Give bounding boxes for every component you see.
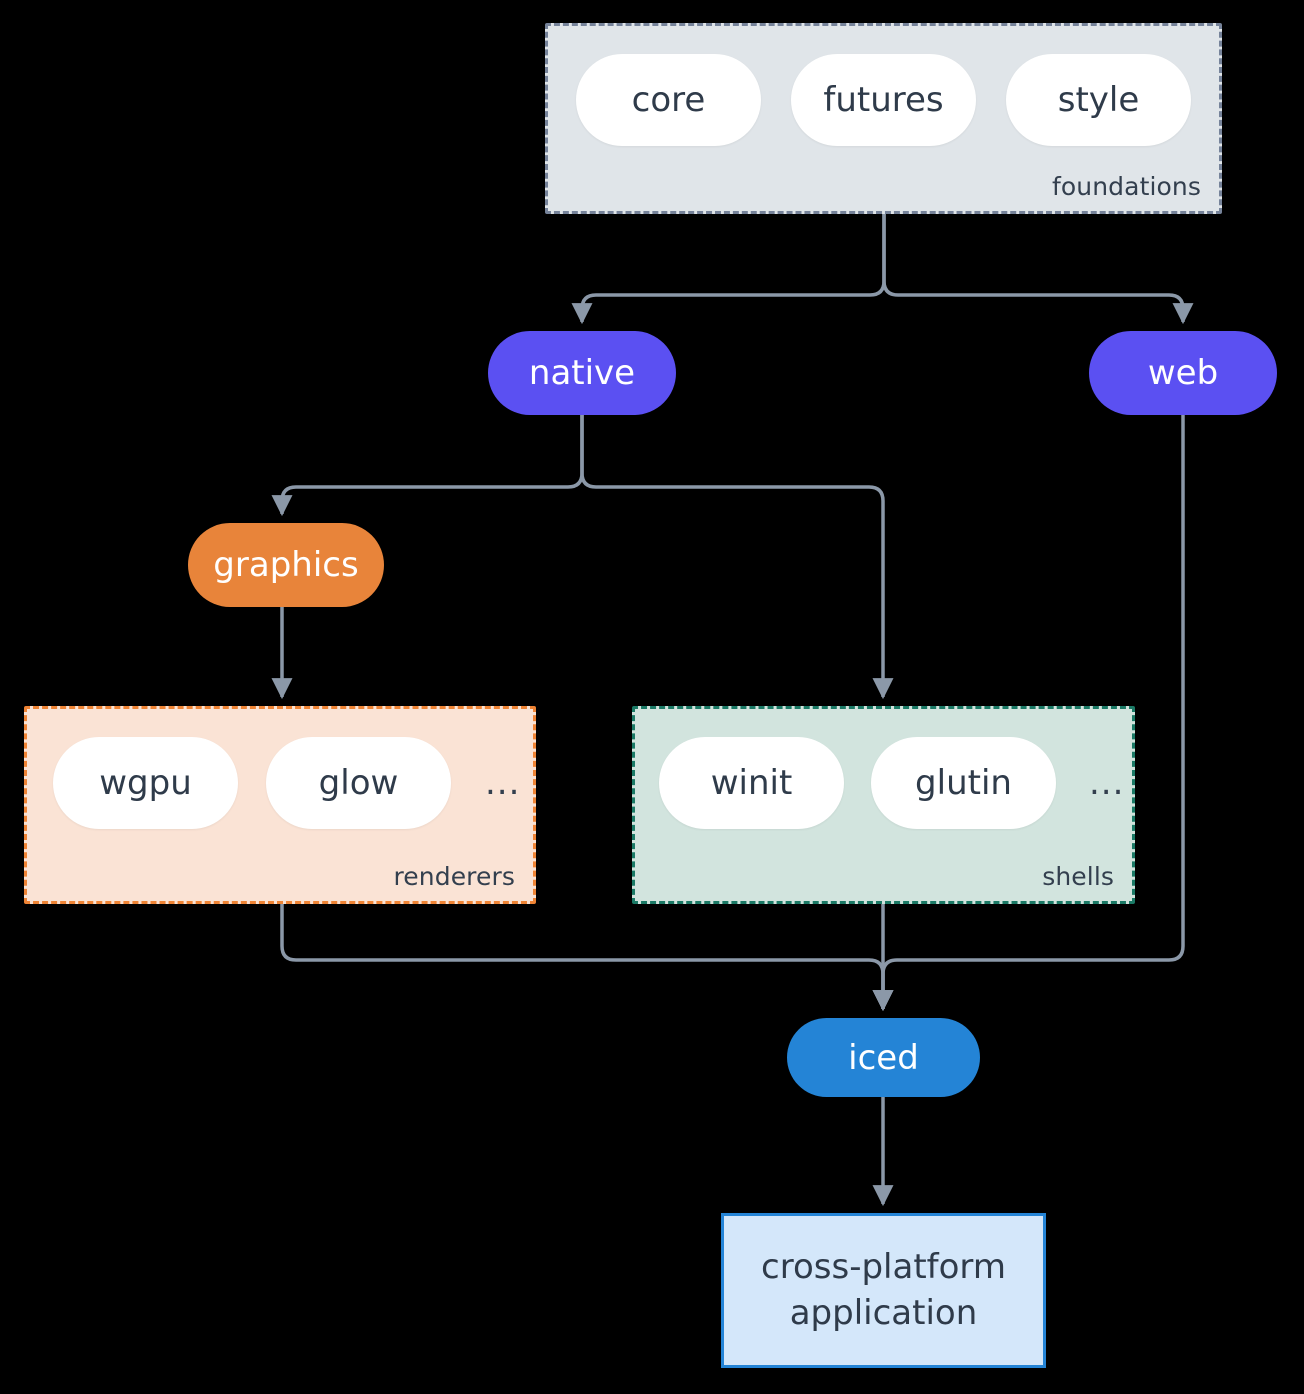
renderers-items: wgpu glow ... [53,737,520,829]
cluster-label-foundations: foundations [1052,172,1201,201]
crate-futures[interactable]: futures [791,54,976,146]
edge-native-graphics [271,415,584,517]
cluster-label-shells: shells [1042,862,1114,891]
edge-native-shells [580,415,894,700]
shells-overflow-ellipsis: ... [1089,763,1125,803]
node-iced[interactable]: iced [787,1018,980,1097]
node-native[interactable]: native [488,331,676,415]
edge-foundations-web [882,214,1194,325]
crate-wgpu[interactable]: wgpu [53,737,238,829]
shells-items: winit glutin ... [659,737,1124,829]
crate-winit[interactable]: winit [659,737,844,829]
node-cross-platform-application[interactable]: cross-platform application [721,1213,1046,1368]
cluster-foundations: core futures style foundations [545,23,1222,214]
crate-style[interactable]: style [1006,54,1191,146]
crate-glow[interactable]: glow [266,737,451,829]
node-graphics[interactable]: graphics [188,523,384,607]
cluster-shells: winit glutin ... shells [632,706,1135,904]
node-web[interactable]: web [1089,331,1277,415]
application-line-2: application [789,1292,978,1333]
edge-renderers-iced [280,904,894,1012]
crate-core[interactable]: core [576,54,761,146]
cluster-label-renderers: renderers [393,862,515,891]
renderers-overflow-ellipsis: ... [485,763,521,803]
cluster-renderers: wgpu glow ... renderers [24,706,536,904]
crate-glutin[interactable]: glutin [871,737,1056,829]
foundations-items: core futures style [576,54,1191,146]
application-line-1: cross-platform [761,1246,1006,1287]
edge-foundations-native [571,214,886,325]
